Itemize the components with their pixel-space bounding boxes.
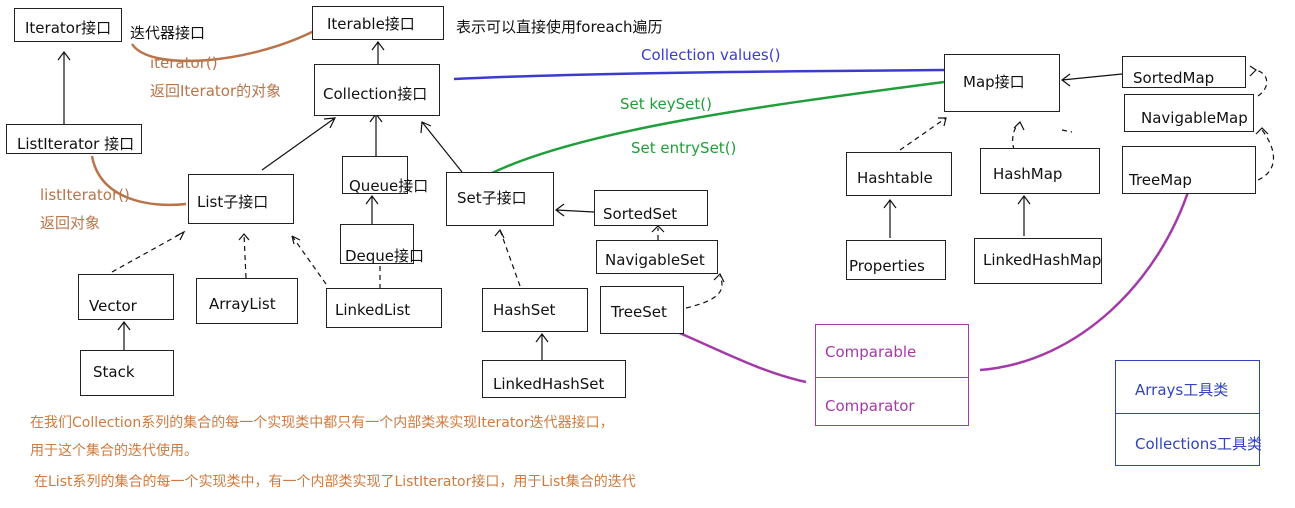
queue-interface-box: Queue接口 [342, 156, 428, 195]
comparator-label: Comparator [825, 397, 915, 415]
arraylist-label: ArrayList [209, 295, 276, 313]
arrow-hashtable-map [899, 117, 947, 151]
set-interface-label: Set子接口 [457, 189, 527, 207]
vector-label: Vector [89, 297, 137, 315]
linkedhashset-label: LinkedHashSet [493, 375, 605, 393]
note-line-2: 用于这个集合的迭代使用。 [30, 443, 198, 459]
arrow-queue-collection [369, 113, 383, 156]
properties-label: Properties [849, 257, 925, 275]
arrow-listiterator-iterator [57, 51, 71, 124]
arrow-set-collection [420, 121, 463, 173]
arrow-list-collection [261, 117, 337, 171]
arrow-treeset-navigableset [685, 275, 723, 309]
treeset-label: TreeSet [611, 303, 667, 321]
properties-box: Properties [846, 240, 946, 280]
set-keyset-annotation: Set keySet() [620, 95, 712, 113]
listiterator-interface-label: ListIterator 接口 [17, 135, 135, 153]
linkedhashmap-box: LinkedHashMap [974, 238, 1102, 284]
list-interface-label: List子接口 [197, 193, 269, 211]
iterator-suffix-label: 迭代器接口 [130, 24, 206, 42]
listiterator-method-annotation: listIterator() [40, 186, 130, 204]
line-map-keyset [489, 80, 945, 176]
arrow-linkedlist-list [291, 235, 327, 285]
sortedset-box: SortedSet [594, 190, 708, 226]
collection-values-annotation: Collection values() [641, 46, 781, 64]
arrays-label: Arrays工具类 [1135, 381, 1229, 399]
arrow-map-collection-link [1061, 129, 1073, 133]
hashmap-label: HashMap [993, 165, 1063, 183]
treemap-box: TreeMap [1122, 146, 1256, 194]
navigablemap-label: NavigableMap [1141, 109, 1248, 127]
navigableset-box: NavigableSet [596, 240, 718, 274]
comparable-label: Comparable [825, 343, 917, 361]
iterable-interface-box: Iterable接口 [312, 6, 444, 40]
iterator-interface-box: Iterator接口 [14, 8, 122, 42]
note-line-3: 在List系列的集合的每一个实现类中，有一个内部类实现了ListIterator… [34, 474, 636, 490]
stack-label: Stack [93, 363, 135, 381]
deque-interface-box: Deque接口 [340, 224, 424, 265]
vector-box: Vector [78, 274, 174, 320]
arrow-deque-queue [365, 195, 379, 224]
listiterator-interface-box: ListIterator 接口 [6, 124, 142, 154]
line-treemap-comparator [979, 185, 1192, 372]
arrow-sortedset-set [555, 203, 595, 217]
arrow-vector-list [111, 231, 185, 273]
iterator-return-annotation: 返回Iterator的对象 [150, 82, 282, 100]
stack-box: Stack [80, 350, 174, 396]
listiterator-return-annotation: 返回对象 [40, 214, 101, 232]
deque-interface-label: Deque接口 [345, 247, 425, 265]
iterator-method-annotation: iterator() [150, 54, 218, 72]
arrow-stack-vector [117, 321, 131, 350]
list-interface-box: List子接口 [188, 174, 294, 224]
sortedmap-label: SortedMap [1133, 69, 1215, 87]
note-line-1: 在我们Collection系列的集合的每一个实现类中都只有一个内部类来实现Ite… [30, 415, 614, 431]
arrow-properties-hashtable [883, 199, 897, 238]
arrow-treemap-navigablemap [1257, 129, 1274, 181]
iterator-interface-label: Iterator接口 [25, 19, 112, 37]
foreach-note: 表示可以直接使用foreach遍历 [456, 18, 663, 36]
iterable-interface-label: Iterable接口 [327, 15, 415, 33]
set-interface-box: Set子接口 [446, 172, 554, 226]
sortedset-label: SortedSet [603, 205, 678, 223]
arrow-collection-iterable [371, 41, 385, 64]
arrow-navigablemap-sortedmap [1255, 69, 1268, 97]
linkedlist-label: LinkedList [335, 301, 411, 319]
arrow-arraylist-list [243, 233, 247, 279]
line-map-values [453, 68, 945, 81]
collection-interface-box: Collection接口 [314, 64, 440, 116]
utility-classes-box: Arrays工具类 Collections工具类 [1115, 360, 1263, 466]
navigableset-label: NavigableSet [605, 251, 705, 269]
treeset-box: TreeSet [600, 286, 684, 334]
collection-interface-label: Collection接口 [323, 85, 428, 103]
collections-label: Collections工具类 [1135, 435, 1263, 453]
hashtable-label: Hashtable [857, 169, 933, 187]
set-entryset-annotation: Set entrySet() [631, 139, 737, 157]
sortedmap-box: SortedMap [1122, 56, 1246, 88]
arrow-sortedmap-map [1061, 73, 1123, 87]
comparable-divider [816, 377, 968, 378]
hashset-label: HashSet [493, 301, 556, 319]
treemap-label: TreeMap [1129, 171, 1192, 189]
hashmap-box: HashMap [980, 148, 1100, 194]
linkedlist-box: LinkedList [326, 288, 442, 328]
curve-iterator-method [130, 28, 317, 63]
queue-interface-label: Queue接口 [349, 177, 429, 195]
arrow-linkedhashset-hashset [535, 333, 549, 360]
curve-listiterator-method [90, 155, 187, 207]
map-interface-box: Map接口 [944, 54, 1060, 112]
hashtable-box: Hashtable [846, 152, 952, 196]
arraylist-box: ArrayList [196, 278, 298, 324]
arrow-linkedhashmap-hashmap [1017, 195, 1031, 236]
map-interface-label: Map接口 [963, 73, 1025, 91]
linkedhashmap-label: LinkedHashMap [983, 251, 1102, 269]
utility-divider [1116, 413, 1259, 414]
linkedhashset-box: LinkedHashSet [482, 360, 626, 398]
hashset-box: HashSet [482, 288, 588, 332]
line-treeset-comparable [667, 326, 807, 384]
arrow-hashset-set [499, 229, 521, 287]
comparable-comparator-box: Comparable Comparator [815, 324, 969, 426]
navigablemap-box: NavigableMap [1124, 94, 1254, 132]
